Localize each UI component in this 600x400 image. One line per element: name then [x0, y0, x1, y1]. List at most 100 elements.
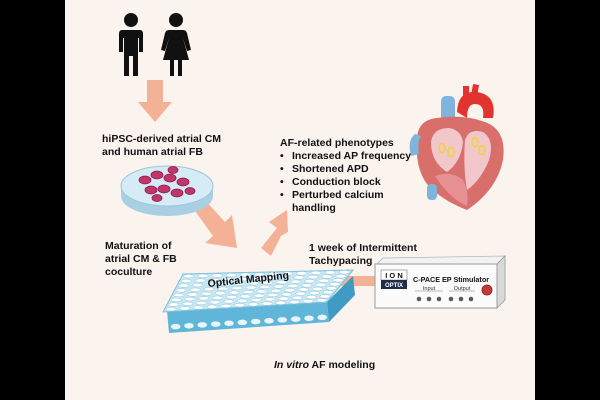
plate-well	[298, 287, 310, 292]
plate-well	[305, 295, 317, 300]
pacing-label: 1 week of Intermittent Tachypacing	[309, 242, 417, 267]
plate-well	[206, 282, 218, 287]
maturation-label: Maturation of atrial CM & FB coculture	[105, 240, 177, 278]
plate-edge-well	[183, 322, 195, 330]
plate-well	[264, 297, 276, 302]
plate-well	[267, 292, 279, 298]
plate-well	[288, 299, 300, 305]
invitro-rest: AF modeling	[309, 359, 376, 371]
plate-well	[212, 295, 224, 300]
plate-well	[225, 273, 237, 278]
plate-well	[253, 293, 265, 298]
plate-well	[284, 288, 296, 293]
plate-well	[220, 282, 232, 287]
diagram-canvas: Optical Mapping I O N OPTIX C-PACE EP St…	[65, 0, 535, 400]
plate-well	[226, 295, 237, 300]
plate-well	[211, 273, 223, 278]
plate-edge-well	[237, 319, 248, 326]
plate-well	[322, 290, 334, 295]
plate-well	[261, 301, 273, 306]
plate-well	[335, 274, 347, 279]
plate-well	[201, 291, 212, 296]
plate-well	[282, 271, 294, 276]
plate-well	[338, 270, 350, 275]
plate-well	[319, 294, 331, 299]
plate-well	[220, 303, 232, 309]
plate-well	[321, 274, 333, 279]
diagram-graphics: Optical Mapping I O N OPTIX C-PACE EP St…	[119, 13, 506, 333]
arrow-people-to-cells	[138, 80, 172, 122]
plate-well	[259, 284, 271, 290]
stimulator-input-label: Input	[423, 286, 436, 292]
plate-well	[209, 300, 221, 305]
plate-well	[178, 283, 190, 288]
plate-well	[239, 294, 251, 299]
plate-well	[194, 278, 206, 283]
plate-well	[318, 278, 330, 283]
plate-well	[183, 274, 195, 279]
plate-edge-well	[277, 316, 288, 324]
plate-well	[242, 289, 254, 295]
well-plate-icon	[162, 269, 355, 333]
plate-well	[270, 288, 282, 293]
plate-well	[165, 307, 177, 312]
phenotype-item: Increased AP frequency	[280, 150, 440, 163]
plate-well	[312, 286, 323, 291]
cells-label: hiPSC-derived atrial CM and human atrial…	[102, 133, 222, 158]
plate-well	[187, 292, 199, 297]
plate-well	[308, 290, 320, 296]
plate-well	[239, 272, 251, 277]
plate-well	[231, 286, 243, 291]
plate-well	[250, 298, 262, 303]
plate-well	[180, 278, 192, 283]
plate-well	[315, 282, 327, 287]
plate-well	[293, 275, 305, 280]
plate-well	[208, 278, 220, 283]
plate-well	[170, 297, 182, 302]
phenotype-item: Conduction block	[280, 176, 440, 189]
plate-edge-well	[303, 315, 315, 322]
plate-well	[168, 302, 180, 307]
phenotypes-block: AF-related phenotypes Increased AP frequ…	[280, 137, 440, 215]
plate-edge-well	[317, 314, 328, 321]
plate-well	[296, 271, 308, 276]
plate-edge-well	[223, 320, 235, 327]
plate-well	[175, 288, 187, 293]
plate-well	[325, 286, 337, 291]
phenotypes-list: Increased AP frequency Shortened APD Con…	[280, 150, 440, 215]
plate-well	[268, 271, 280, 277]
plate-well	[193, 305, 204, 310]
plate-edge-well	[250, 318, 261, 325]
plate-well	[275, 300, 287, 305]
plate-well	[237, 277, 249, 282]
plate-well	[302, 299, 314, 304]
plate-well	[290, 279, 302, 284]
plate-well	[278, 296, 290, 301]
plate-well	[184, 297, 196, 302]
plate-edge-well	[263, 317, 275, 325]
plate-well	[310, 270, 322, 275]
plate-well	[173, 293, 185, 298]
stimulator-icon	[374, 255, 506, 309]
plate-well	[192, 283, 204, 288]
plate-well	[254, 272, 265, 277]
plate-well	[236, 298, 248, 303]
plate-well	[279, 275, 291, 280]
plate-well	[245, 285, 257, 290]
plate-edge-well	[170, 323, 181, 330]
plate-well	[198, 296, 210, 301]
plate-well	[248, 281, 260, 286]
plate-well	[287, 283, 299, 288]
stimulator-output-label: Output	[454, 286, 471, 292]
plate-well	[247, 302, 259, 307]
plate-well	[234, 281, 246, 286]
plate-well	[262, 280, 274, 285]
phenotypes-title: AF-related phenotypes	[280, 137, 394, 149]
plate-well	[214, 291, 226, 296]
plate-well	[332, 278, 344, 283]
stimulator-model-label: C-PACE EP Stimulator	[413, 275, 489, 284]
plate-well	[265, 276, 277, 281]
plate-edge-well	[210, 320, 221, 328]
plate-well	[217, 286, 229, 291]
plate-well	[223, 299, 235, 304]
